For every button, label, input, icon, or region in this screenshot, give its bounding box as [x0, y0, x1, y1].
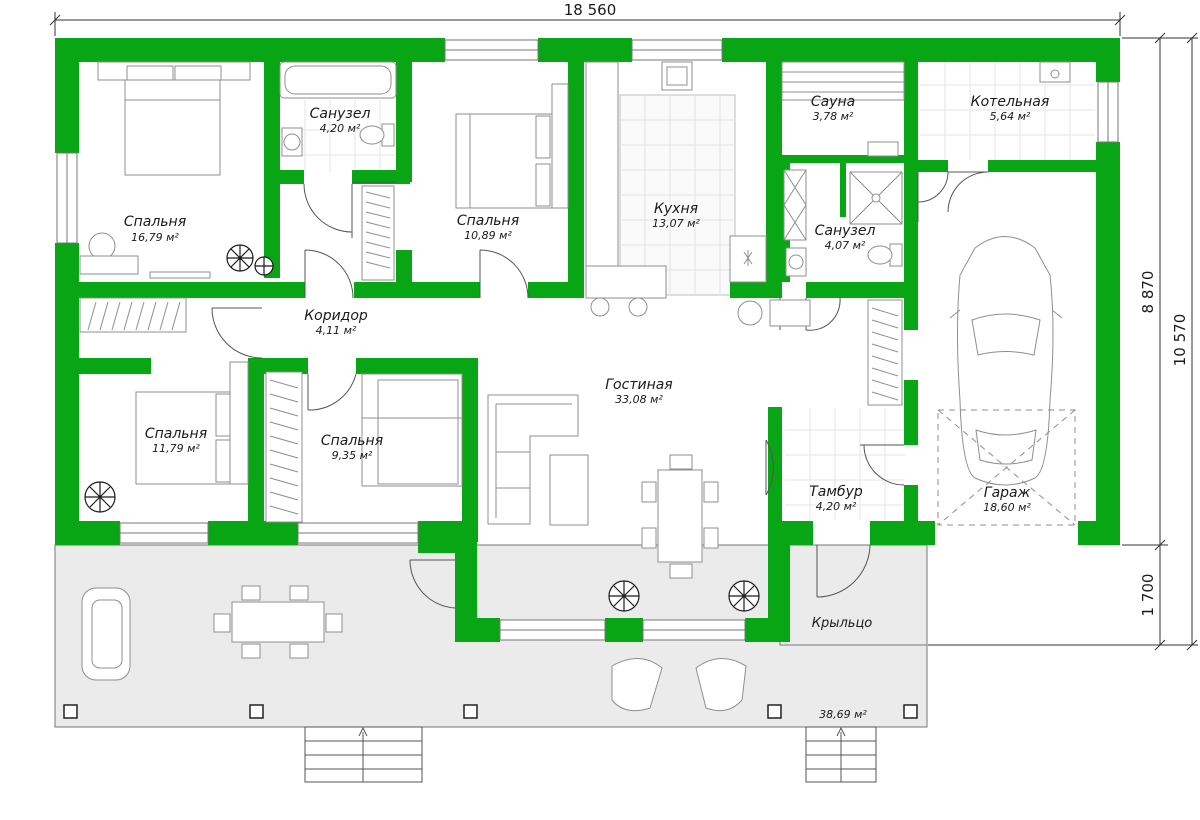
boiler-icon [1039, 61, 1071, 83]
tile-vestibule [785, 408, 905, 520]
toilet-icon [785, 243, 903, 277]
bathtub-icon [279, 61, 397, 157]
room-area-living: 33,08 м² [615, 393, 663, 406]
dimension-lines [49, 12, 1198, 651]
room-name-bath-2: Санузел [815, 223, 876, 239]
room-name-vestibule: Тамбур [809, 484, 863, 500]
room-name-bedroom-s: Спальня [321, 433, 383, 449]
bed-icon [97, 61, 251, 176]
sofa-icon [81, 587, 747, 712]
bed-icon [455, 83, 569, 209]
room-name-kitchen: Кухня [654, 201, 698, 217]
room-area-boiler: 5,64 м² [990, 110, 1031, 123]
tile-kitchen [619, 94, 736, 296]
room-area-bedroom-sw: 11,79 м² [152, 442, 200, 455]
car-icon [937, 236, 1076, 526]
room-area-terrace: 38,69 м² [819, 708, 867, 721]
room-area-bedroom-n: 10,89 м² [464, 229, 512, 242]
shower-icon [783, 169, 903, 241]
bed-icon [135, 361, 249, 485]
wardrobe-icon [361, 185, 395, 281]
room-name-bath-1: Санузел [310, 106, 371, 122]
column-icon [63, 704, 918, 719]
room-name-boiler: Котельная [971, 94, 1050, 110]
tile-boiler [920, 62, 1095, 160]
room-area-sauna: 3,78 м² [813, 110, 854, 123]
room-area-bedroom-nw: 16,79 м² [131, 231, 179, 244]
room-name-living: Гостиная [605, 377, 672, 393]
dim-right-total: 10 570 [1171, 314, 1189, 367]
room-area-kitchen: 13,07 м² [652, 217, 700, 230]
windows [56, 39, 1119, 641]
room-name-garage: Гараж [984, 485, 1031, 501]
room-name-bedroom-nw: Спальня [124, 214, 186, 230]
room-area-bath-1: 4,20 м² [320, 122, 361, 135]
room-area-corridor: 4,11 м² [316, 324, 357, 337]
room-area-bath-2: 4,07 м² [825, 239, 866, 252]
room-area-bedroom-s: 9,35 м² [332, 449, 373, 462]
room-name-porch: Крыльцо [812, 616, 873, 631]
table-icon [213, 585, 343, 659]
room-area-garage: 18,60 м² [983, 501, 1031, 514]
sofa-icon [487, 394, 579, 525]
door-icon [211, 171, 989, 609]
stairs-icon [304, 726, 877, 783]
fridge-icon [661, 61, 693, 91]
washer-icon [769, 299, 811, 327]
dim-right-house: 8 870 [1139, 271, 1157, 314]
counter-icon [585, 61, 767, 299]
plant-icon [84, 244, 760, 612]
room-name-sauna: Сауна [811, 94, 855, 110]
room-area-vestibule: 4,20 м² [816, 500, 857, 513]
sofa-icon [361, 373, 463, 487]
room-name-bedroom-sw: Спальня [145, 426, 207, 442]
room-name-bedroom-n: Спальня [457, 213, 519, 229]
dim-top-total: 18 560 [564, 1, 617, 19]
stool-icon [590, 297, 763, 326]
walls [55, 38, 1120, 642]
room-name-corridor: Коридор [304, 308, 368, 324]
dim-right-porch: 1 700 [1139, 574, 1157, 617]
porch-floor [779, 544, 928, 646]
toilet-icon [359, 123, 395, 147]
bench-icon [781, 61, 905, 157]
table-icon [549, 454, 719, 579]
dresser-icon [79, 232, 211, 279]
wardrobe-icon [79, 297, 903, 523]
